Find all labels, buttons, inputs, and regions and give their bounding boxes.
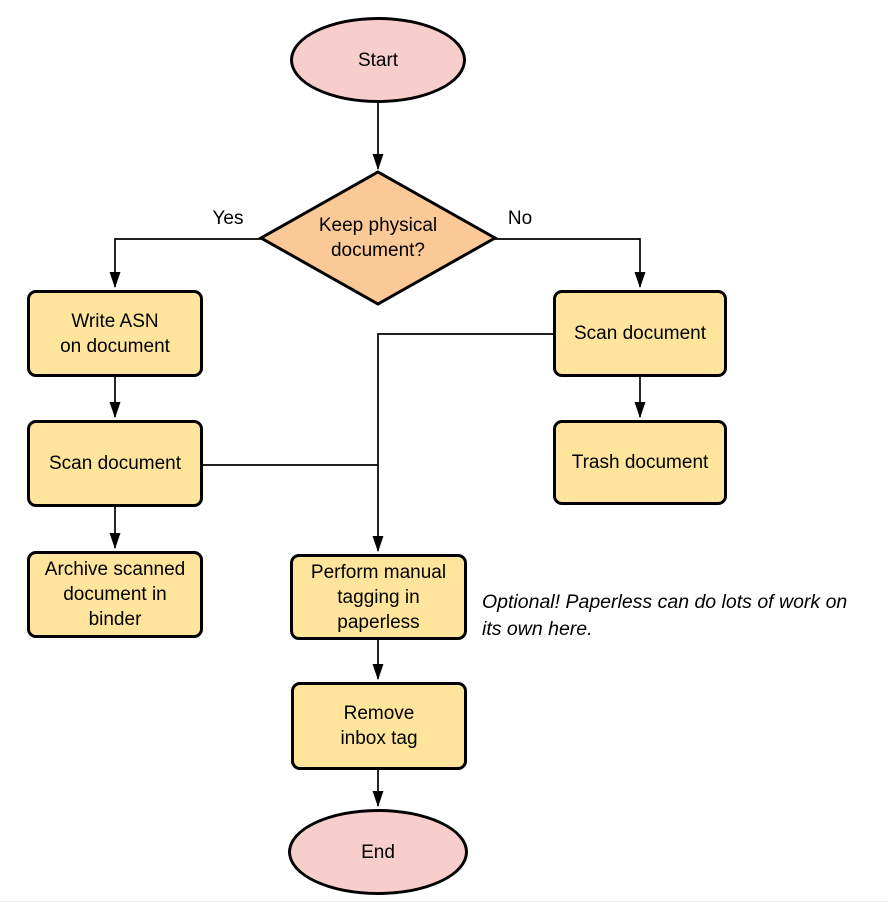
node-manual-tagging: Perform manual tagging in paperless (290, 554, 467, 640)
node-scan-document-left-label: Scan document (48, 453, 182, 474)
edge-label-yes: Yes (212, 208, 244, 229)
edge-label-no: No (507, 208, 533, 229)
edge-scan-right-to-tagging (372, 333, 553, 552)
node-archive-in-binder: Archive scanned document in binder (27, 551, 203, 638)
node-decision-label: Keep physical document? (318, 215, 438, 261)
node-remove-inbox-tag: Remove inbox tag (291, 682, 467, 770)
node-start: Start (290, 17, 466, 103)
node-scan-document-right: Scan document (553, 290, 727, 377)
node-manual-tagging-label: Perform manual tagging in paperless (310, 561, 447, 633)
node-start-label: Start (357, 49, 399, 71)
edge-decision-no-to-scan-right (495, 238, 646, 288)
node-archive-in-binder-label: Archive scanned document in binder (44, 559, 186, 630)
node-scan-document-right-label: Scan document (573, 323, 707, 344)
node-write-asn: Write ASN on document (27, 290, 203, 377)
node-remove-inbox-tag-label: Remove inbox tag (340, 703, 418, 749)
page-bottom-divider (0, 901, 888, 902)
node-end: End (288, 809, 468, 895)
annotation-optional-note: Optional! Paperless can do lots of work … (482, 591, 848, 640)
node-decision: Keep physical document? (278, 172, 478, 304)
node-write-asn-label: Write ASN on document (60, 310, 170, 357)
node-scan-document-left: Scan document (27, 420, 203, 507)
node-end-label: End (361, 841, 395, 863)
node-trash-document: Trash document (553, 420, 727, 505)
edge-decision-yes-to-write-asn (109, 238, 261, 288)
decision-node-shape (257, 170, 499, 306)
node-trash-document-label: Trash document (571, 452, 709, 473)
